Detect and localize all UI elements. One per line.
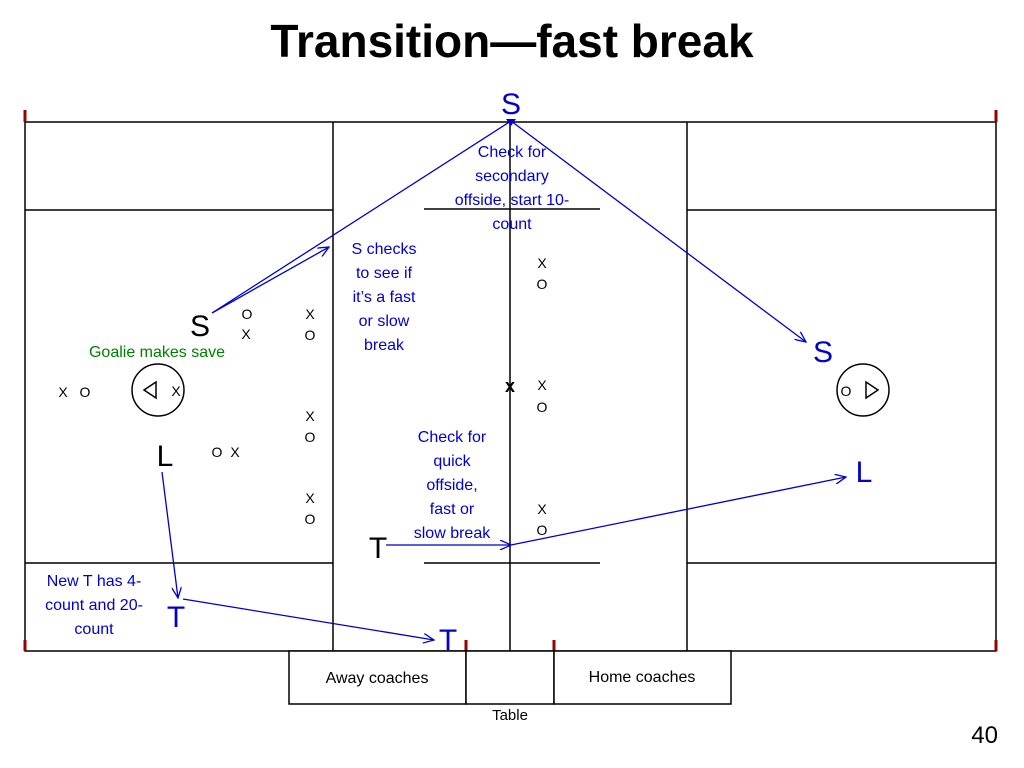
player-ox-x: X	[230, 444, 240, 460]
note-new-t-line-2: count and 20-	[45, 597, 143, 614]
player-pair-2-top: X	[305, 306, 315, 322]
player-pair-4-bottom: O	[305, 511, 316, 527]
note-quick-offside-line-2: quick	[433, 453, 471, 470]
player-pair-3-top: X	[305, 408, 315, 424]
home-coaches-label: Home coaches	[589, 669, 696, 686]
note-quick-offside-line-5: slow break	[414, 525, 491, 542]
arrow-s-top-to-right	[510, 120, 806, 342]
official-t-mid: T	[369, 532, 387, 565]
official-l-right: L	[856, 456, 873, 489]
movement-arrows	[161, 120, 846, 640]
scorer-table-area	[288, 650, 732, 705]
player-ox-o: O	[212, 444, 223, 460]
slide-title: Transition—fast break	[270, 15, 754, 67]
arrow-l-to-t	[161, 471, 178, 598]
boundary-marks	[23, 110, 998, 651]
player-pair-6-top: X	[537, 377, 547, 393]
player-pair-4-top: X	[305, 490, 315, 506]
note-s-checks-line-4: or slow	[359, 313, 410, 330]
table-box	[465, 650, 555, 705]
player-pair-6-bottom: O	[537, 399, 548, 415]
player-pair-5-top: X	[537, 255, 547, 271]
player-pair-3-bottom: O	[305, 429, 316, 445]
official-s-left: S	[190, 310, 210, 343]
page-number: 40	[971, 722, 998, 749]
note-quick-offside-line-1: Check for	[418, 429, 487, 446]
note-quick-offside-line-3: offside,	[426, 477, 477, 494]
note-s-checks: S checks to see if it’s a fast or slow b…	[352, 241, 417, 354]
note-s-checks-line-2: to see if	[356, 265, 413, 282]
right-crease	[836, 363, 890, 417]
table-label: Table	[492, 707, 528, 724]
note-secondary-offside-line-4: count	[492, 216, 532, 233]
left-goal	[142, 380, 157, 400]
arrow-s-check	[211, 247, 329, 314]
home-coaches-box	[553, 650, 732, 705]
player-far-left-o: O	[80, 384, 91, 400]
note-new-t-line-3: count	[74, 621, 114, 638]
player-pair-7-bottom: O	[537, 522, 548, 538]
note-s-checks-line-3: it’s a fast	[353, 289, 416, 306]
left-crease	[131, 363, 185, 417]
note-quick-offside-line-4: fast or	[430, 501, 475, 518]
official-s-top: S	[501, 88, 521, 121]
right-goal	[865, 380, 880, 400]
note-s-checks-line-5: break	[364, 337, 405, 354]
player-right-crease-o: O	[841, 383, 852, 399]
note-s-checks-line-1: S checks	[352, 241, 417, 258]
note-secondary-offside: Check for secondary offside, start 10- c…	[455, 144, 569, 233]
arrow-center-to-l	[510, 477, 846, 546]
official-s-right: S	[813, 336, 833, 369]
note-new-t-line-1: New T has 4-	[47, 573, 142, 590]
note-secondary-offside-line-3: offside, start 10-	[455, 192, 569, 209]
officials: S S S L L T T T	[157, 88, 873, 657]
note-secondary-offside-line-2: secondary	[475, 168, 549, 185]
official-t-bottom-center: T	[439, 624, 457, 657]
player-pair-5-bottom: O	[537, 276, 548, 292]
player-pair-1-top: O	[242, 306, 253, 322]
away-coaches-label: Away coaches	[326, 670, 429, 687]
player-pair-7-top: X	[537, 501, 547, 517]
arrow-s-to-top	[211, 120, 512, 314]
player-crease-x: X	[171, 383, 181, 399]
player-pair-1-bottom: X	[241, 326, 251, 342]
ball-marker: x	[505, 376, 515, 396]
note-secondary-offside-line-1: Check for	[478, 144, 547, 161]
player-pair-2-bottom: O	[305, 327, 316, 343]
s-top-triangle-tip	[506, 119, 516, 126]
arrow-t-to-bottom-t	[182, 598, 434, 640]
away-coaches-box	[288, 650, 467, 705]
official-t-bottom-left: T	[167, 601, 185, 634]
note-goalie-save: Goalie makes save	[89, 344, 225, 361]
player-far-left-x: X	[58, 384, 68, 400]
note-quick-offside: Check for quick offside, fast or slow br…	[414, 429, 491, 542]
note-new-t: New T has 4- count and 20- count	[45, 573, 143, 638]
official-l-left: L	[157, 440, 174, 473]
players: O X X O X O X O X O X O X O X O X O X O	[58, 255, 851, 538]
